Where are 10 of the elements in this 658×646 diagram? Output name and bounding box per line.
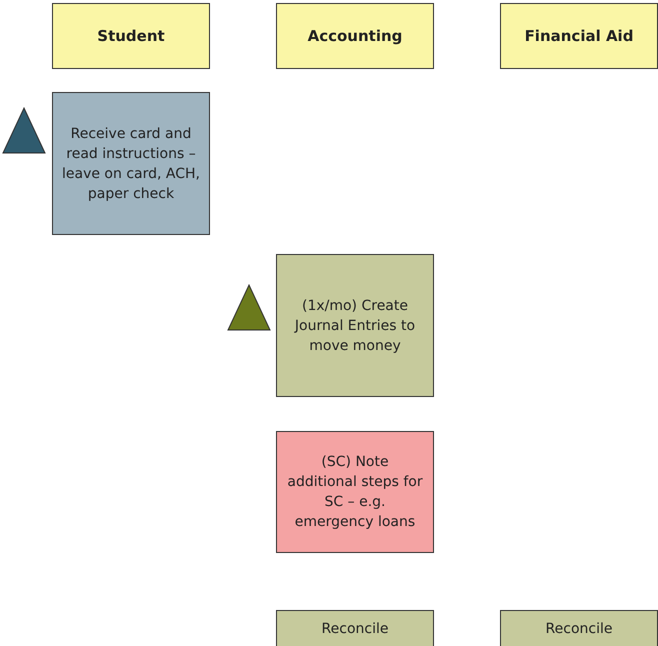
lane-header: Accounting: [276, 3, 434, 69]
process-box: Reconcile: [276, 610, 434, 646]
process-box: Reconcile: [500, 610, 658, 646]
triangle-marker: [228, 285, 270, 330]
lane-header: Student: [52, 3, 210, 69]
triangle-marker: [3, 108, 45, 153]
process-box: (SC) Note additional steps for SC – e.g. emergency loans: [276, 431, 434, 553]
process-box: Receive card and read instructions – leave on card, ACH, paper check: [52, 92, 210, 235]
process-box: (1x/mo) Create Journal Entries to move money: [276, 254, 434, 397]
lane-header: Financial Aid: [500, 3, 658, 69]
